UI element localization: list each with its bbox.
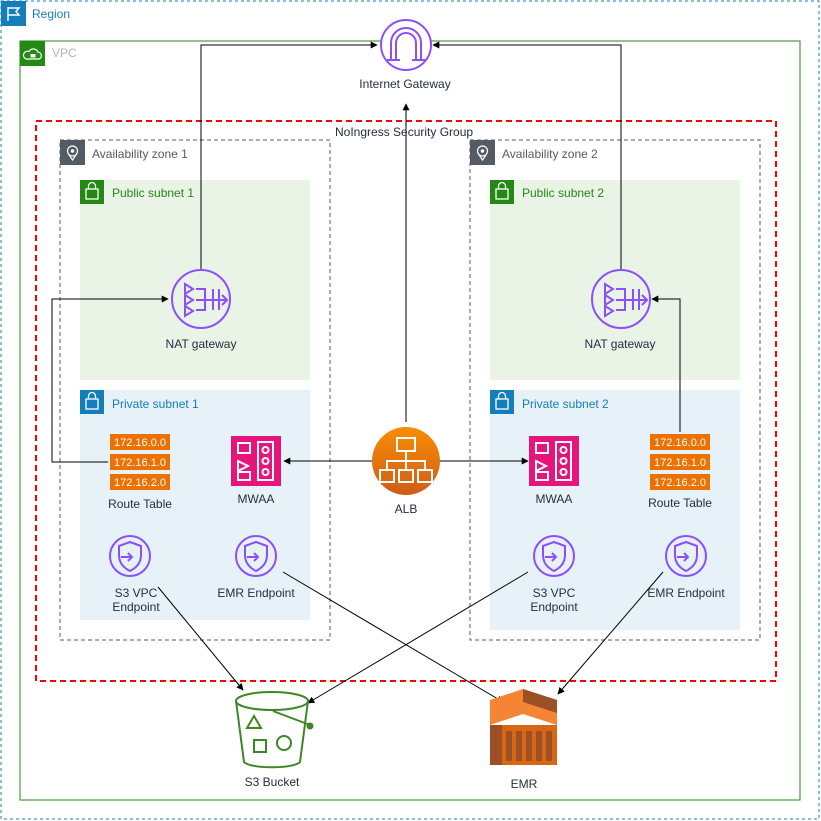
- route-table-1-entry: 172.16.2.0: [114, 477, 166, 489]
- edge-rt2-to-nat2: [651, 295, 681, 432]
- nat-gateway-1-label: NAT gateway: [165, 337, 237, 351]
- public-subnet-2-label: Public subnet 2: [522, 186, 605, 200]
- security-group-label: NoIngress Security Group: [335, 125, 474, 139]
- s3-endpoint-2-label-line2: Endpoint: [530, 600, 578, 614]
- s3-endpoint-1-icon: [109, 535, 151, 577]
- mwaa-1-label: MWAA: [237, 492, 275, 506]
- az1-label: Availability zone 1: [92, 147, 188, 161]
- connectors: [51, 41, 681, 704]
- s3-endpoint-2-label-line1: S3 VPC: [532, 586, 576, 600]
- edge-rt1-to-nat1: [51, 295, 169, 463]
- emr-endpoint-2-label: EMR Endpoint: [647, 586, 725, 600]
- route-table-1-entry: 172.16.1.0: [114, 457, 166, 469]
- route-table-1-icon: 172.16.0.0 172.16.1.0 172.16.2.0: [110, 434, 170, 490]
- internet-gateway-label: Internet Gateway: [359, 77, 451, 91]
- route-table-1-entry: 172.16.0.0: [114, 437, 166, 449]
- private-subnet-1-label: Private subnet 1: [112, 397, 199, 411]
- az2-pin-icon: [470, 140, 495, 165]
- s3-endpoint-2-icon: [533, 535, 575, 577]
- alb-label: ALB: [394, 502, 418, 516]
- nat-gateway-2-label: NAT gateway: [584, 337, 656, 351]
- private-subnet-1-lock-icon: [80, 390, 104, 414]
- s3-bucket-icon: [235, 691, 314, 769]
- edge-s3ep2-to-s3: [307, 571, 529, 704]
- region-flag-icon: [1, 1, 26, 26]
- route-table-2-entry: 172.16.0.0: [654, 437, 706, 449]
- emr-endpoint-1-label: EMR Endpoint: [217, 586, 295, 600]
- private-subnet-1-group: [80, 390, 310, 620]
- emr-endpoint-2-icon: [665, 535, 707, 577]
- s3-endpoint-1-label-line1: S3 VPC: [114, 586, 158, 600]
- az1-group: [59, 139, 331, 641]
- mwaa-2-icon: [529, 436, 579, 486]
- edge-s3ep1-to-s3: [157, 586, 244, 691]
- private-subnet-2-group: [490, 390, 740, 630]
- region-label: Region: [32, 7, 71, 21]
- vpc-cloud-icon: [20, 41, 45, 66]
- emr-icon: [490, 689, 557, 765]
- public-subnet-1-label: Public subnet 1: [112, 186, 195, 200]
- mwaa-1-icon: [231, 436, 281, 486]
- s3-endpoint-1-label-line2: Endpoint: [112, 600, 160, 614]
- vpc-label: VPC: [52, 46, 77, 60]
- route-table-2-label: Route Table: [648, 496, 712, 510]
- internet-gateway-icon: [380, 19, 432, 71]
- route-table-2-icon: 172.16.0.0 172.16.1.0 172.16.2.0: [650, 434, 710, 490]
- mwaa-2-label: MWAA: [535, 492, 573, 506]
- emr-endpoint-1-icon: [235, 535, 277, 577]
- route-table-2-entry: 172.16.2.0: [654, 477, 706, 489]
- edge-emrep2-to-emr: [557, 571, 664, 695]
- route-table-1-label: Route Table: [108, 497, 172, 511]
- public-subnet-2-lock-icon: [490, 180, 514, 204]
- emr-label: EMR: [510, 777, 538, 791]
- private-subnet-2-lock-icon: [490, 390, 514, 414]
- nat-gateway-2-icon: [591, 269, 651, 329]
- edge-emrep1-to-emr: [282, 571, 504, 703]
- nat-gateway-1-icon: [171, 269, 231, 329]
- edge-nat1-to-igw: [200, 41, 378, 270]
- private-subnet-2-label: Private subnet 2: [522, 397, 609, 411]
- alb-icon: [372, 427, 440, 495]
- s3-bucket-label: S3 Bucket: [244, 775, 300, 789]
- route-table-2-entry: 172.16.1.0: [654, 457, 706, 469]
- edge-nat2-to-igw: [432, 41, 622, 270]
- az2-label: Availability zone 2: [502, 147, 598, 161]
- az2-group: [469, 139, 761, 641]
- az1-pin-icon: [60, 140, 85, 165]
- public-subnet-1-lock-icon: [80, 180, 104, 204]
